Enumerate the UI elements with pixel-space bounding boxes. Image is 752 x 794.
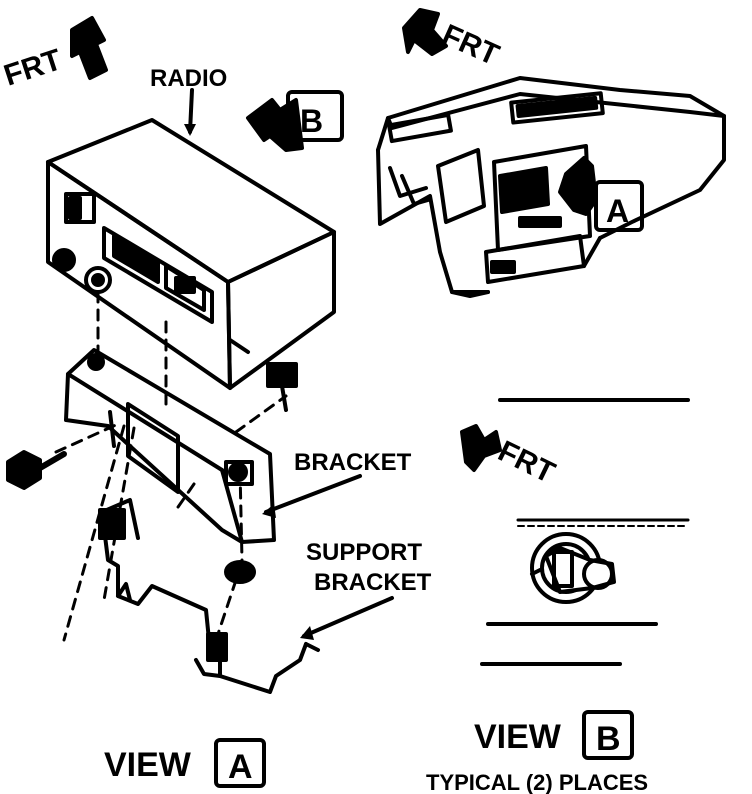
bolt-icon: [6, 450, 67, 490]
view-a-label: VIEW: [104, 746, 192, 784]
callout-a-box: [594, 180, 644, 232]
view-b-letter: B: [596, 720, 621, 758]
callout-a-letter: A: [606, 193, 629, 229]
clip-fastener-icon: [530, 532, 616, 604]
view-b-label: VIEW: [474, 718, 562, 756]
nut-icon: [224, 560, 256, 584]
support-bracket: [98, 498, 320, 694]
support-bracket-label-line1: SUPPORT: [306, 539, 422, 566]
frt-label-top-right: FRT: [437, 18, 504, 72]
support-bracket-label-line2: BRACKET: [314, 569, 432, 596]
bracket-leader-line: [264, 474, 362, 514]
view-a-arrow-icon: [558, 156, 598, 216]
screw-icon: [266, 362, 298, 412]
view-a-letter: A: [228, 748, 253, 786]
view-b-letter-box: [582, 710, 634, 760]
front-arrow-icon-2: [402, 8, 448, 56]
radio-unit: [46, 118, 336, 390]
support-leader-line: [302, 596, 394, 638]
radio-label: RADIO: [150, 65, 227, 92]
typical-places-label: TYPICAL (2) PLACES: [426, 770, 648, 794]
dashboard: [376, 76, 726, 298]
view-b-arrow-icon: [246, 98, 304, 152]
frt-label-top-left: FRT: [0, 43, 66, 92]
bracket: [64, 348, 276, 544]
bracket-label: BRACKET: [294, 449, 412, 476]
frt-label-view-b: FRT: [493, 435, 560, 490]
callout-b-box: [286, 90, 344, 142]
callout-b-letter: B: [300, 103, 323, 139]
front-arrow-icon-3: [460, 424, 502, 472]
front-arrow-icon: [70, 16, 108, 80]
view-a-letter-box: [214, 738, 266, 788]
